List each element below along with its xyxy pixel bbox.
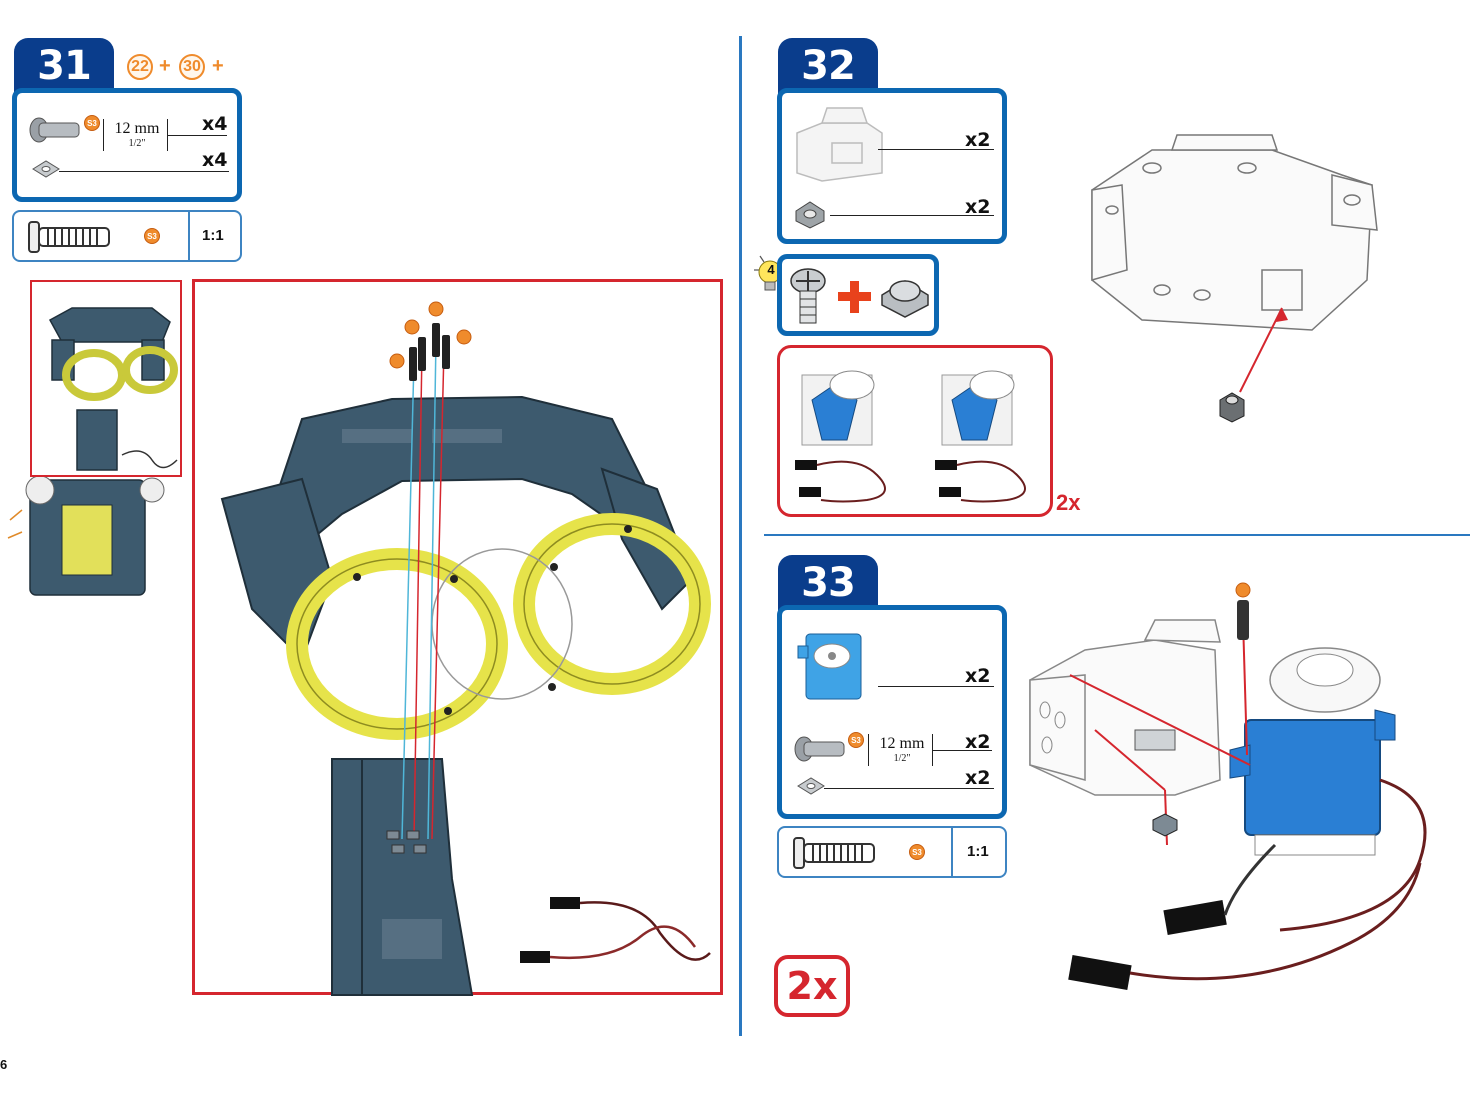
screw-head-icon xyxy=(790,268,826,324)
overview-highlight-box xyxy=(30,280,182,477)
step-31-number: 31 xyxy=(14,38,114,94)
step-33-repeat-badge: 2x xyxy=(774,955,850,1017)
screw-code-badge: S3 xyxy=(84,115,100,131)
step-32-parts-box: x2 x2 xyxy=(777,88,1007,244)
screw-quantity: x2 xyxy=(965,731,991,753)
ref-step-22: 22 xyxy=(127,54,153,80)
screw-actual-size-icon xyxy=(793,837,875,869)
step-33-scale-box: S3 1:1 xyxy=(777,826,1007,878)
screw-code-badge: S3 xyxy=(144,228,160,244)
nut-icon xyxy=(797,777,825,795)
nut-icon xyxy=(795,201,825,229)
robot-overview-illustration xyxy=(7,307,178,596)
screw-icon xyxy=(29,117,80,143)
plus-sign: + xyxy=(212,55,224,77)
screw-code-badge: S3 xyxy=(848,732,864,748)
servo-quantity: x2 xyxy=(965,665,991,687)
bracket-quantity: x2 xyxy=(965,129,991,151)
nut-quantity: x2 xyxy=(965,196,991,218)
tip-number: 4 xyxy=(767,262,775,277)
step-31-scale-box: S3 1:1 xyxy=(12,210,242,262)
step-32-servo-example-box xyxy=(777,345,1053,517)
bracket-nut-insert-illustration xyxy=(1091,134,1378,423)
servo-bracket-icon xyxy=(796,107,883,182)
page-number: 6 xyxy=(0,1057,8,1072)
horizontal-divider xyxy=(764,534,1470,536)
nut-quantity: x2 xyxy=(965,767,991,789)
scale-label: 1:1 xyxy=(967,843,989,860)
scale-label: 1:1 xyxy=(202,227,224,244)
tip-lightbulb-icon xyxy=(754,255,783,291)
servo-icon xyxy=(797,633,862,700)
head-frame-assembly-illustration xyxy=(220,301,711,996)
nut-icon xyxy=(32,160,60,178)
nut-icon xyxy=(881,280,929,318)
step-33-repeat-label: 2x xyxy=(786,964,838,1008)
servo-with-bracket-illustration xyxy=(795,370,1026,503)
screw-actual-size-icon xyxy=(28,221,110,253)
tip-box xyxy=(777,254,939,336)
nut-quantity: x4 xyxy=(202,149,228,171)
screw-icon xyxy=(794,736,845,762)
plus-icon xyxy=(838,281,871,313)
step-32-repeat-label: 2x xyxy=(1056,490,1081,515)
step-32-number: 32 xyxy=(778,38,878,94)
screw-quantity: x4 xyxy=(202,113,228,135)
ref-step-30: 30 xyxy=(179,54,205,80)
servo-mount-illustration xyxy=(1029,582,1427,991)
plus-sign: + xyxy=(159,55,171,77)
vertical-divider xyxy=(739,36,742,1036)
step-33-number: 33 xyxy=(778,555,878,611)
screw-code-badge: S3 xyxy=(909,844,925,860)
